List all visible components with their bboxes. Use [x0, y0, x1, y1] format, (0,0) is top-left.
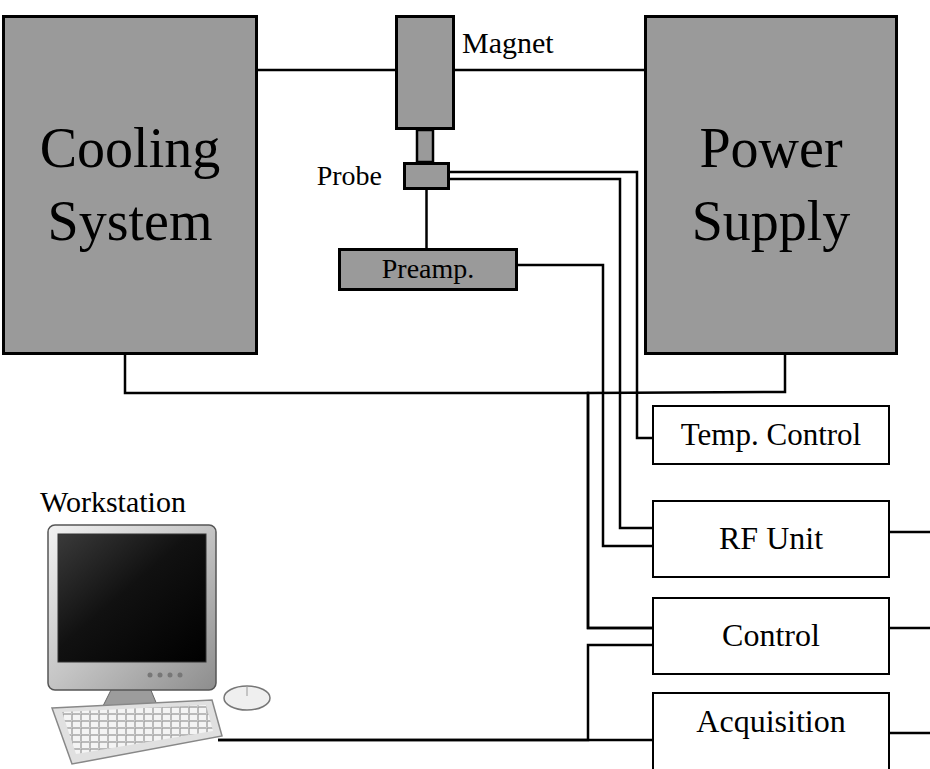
- box-label: Control: [722, 618, 820, 653]
- box-label: Acquisition: [696, 704, 845, 739]
- off-page-stubs: [890, 532, 930, 733]
- workstation: Workstation: [40, 485, 230, 765]
- connector-line: [258, 69, 395, 72]
- power-supply-box: Power Supply: [644, 15, 898, 355]
- preamp-box: Preamp.: [338, 248, 518, 291]
- box-label: Preamp.: [382, 254, 475, 285]
- magnet-box: Magnet: [395, 15, 455, 130]
- cooling-box: Cooling System: [2, 15, 258, 355]
- magnet-stem: [417, 130, 433, 162]
- connector-line: [450, 172, 652, 438]
- probe-box: Probe: [403, 162, 450, 190]
- box-label: RF Unit: [719, 521, 823, 556]
- box-label: Cooling System: [5, 112, 255, 258]
- part-label: Probe: [317, 161, 382, 192]
- connector-line: [425, 190, 428, 248]
- connector-line: [518, 265, 652, 546]
- control-box: Control: [652, 597, 890, 675]
- part-label: Workstation: [40, 485, 230, 518]
- box-label: Temp. Control: [681, 418, 861, 452]
- workstation-icon: [48, 525, 270, 764]
- rf-unit-box: RF Unit: [652, 500, 890, 578]
- temp-control-box: Temp. Control: [652, 405, 890, 465]
- connector-line: [450, 179, 652, 528]
- box-label: Power Supply: [647, 112, 895, 258]
- connector-line: [218, 645, 652, 740]
- part-label: Magnet: [462, 26, 554, 59]
- connector-line: [455, 69, 644, 72]
- acquisition-box: Acquisition: [652, 692, 890, 769]
- connector-line: [588, 355, 785, 628]
